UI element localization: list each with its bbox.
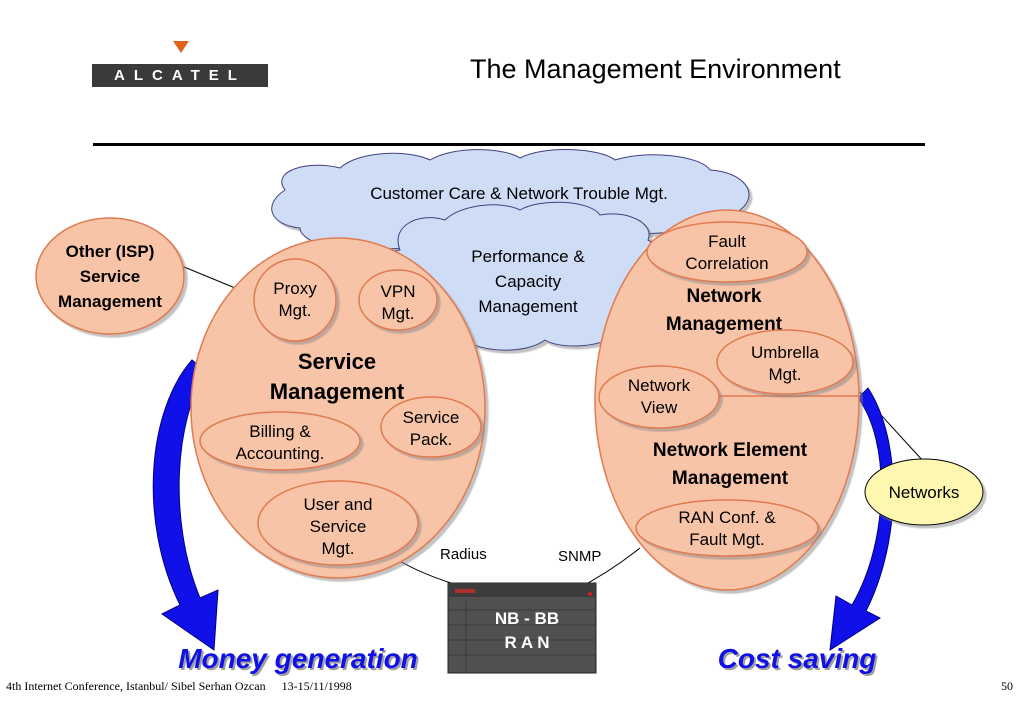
networks-label: Networks <box>889 483 960 502</box>
footer-credit: 4th Internet Conference, Istanbul/ Sibel… <box>6 679 352 694</box>
performance-line-3: Management <box>478 297 578 316</box>
alcatel-logo-mark-icon <box>173 41 189 53</box>
billing-line-1: Billing & <box>249 422 311 441</box>
billing-ellipse <box>199 411 361 471</box>
network-view-line-2: View <box>641 398 678 417</box>
service-pack-line-1: Service <box>403 408 460 427</box>
fault-line-1: Fault <box>708 232 746 251</box>
vpn-mgt-ellipse <box>358 269 438 331</box>
ran-conf-line-1: RAN Conf. & <box>678 508 776 527</box>
service-management-title-2: Management <box>270 379 405 404</box>
other-isp-ellipse <box>35 217 185 335</box>
snmp-label: SNMP <box>558 548 601 565</box>
proxy-line-2: Mgt. <box>278 301 311 320</box>
radius-label: Radius <box>440 546 487 563</box>
umbrella-line-2: Mgt. <box>768 365 801 384</box>
nb-bb-ran-device: NB - BB R A N <box>447 582 597 674</box>
user-service-line-1: User and <box>304 495 373 514</box>
umbrella-line-1: Umbrella <box>751 343 820 362</box>
ran-conf-ellipse <box>635 499 819 557</box>
device-line-1: NB - BB <box>495 609 559 628</box>
user-service-ellipse <box>257 480 419 566</box>
fault-correlation-ellipse <box>646 221 808 283</box>
billing-line-2: Accounting. <box>236 444 325 463</box>
footer-conference: 4th Internet Conference, Istanbul/ Sibel… <box>6 679 266 693</box>
service-pack-ellipse <box>380 396 482 458</box>
network-management-title-1: Network <box>687 286 762 307</box>
alcatel-logo: ALCATEL <box>92 64 268 87</box>
page-number: 50 <box>1001 679 1013 693</box>
user-service-line-3: Mgt. <box>321 539 354 558</box>
user-service-line-2: Service <box>310 517 367 536</box>
networks-ellipse <box>864 458 984 526</box>
cost-saving-arrow-icon <box>829 387 894 651</box>
customer-care-label: Customer Care & Network Trouble Mgt. <box>370 184 668 203</box>
logo-text: ALCATEL <box>114 67 246 84</box>
proxy-mgt-ellipse <box>253 258 337 342</box>
title-divider <box>93 143 925 146</box>
footer-date: 13-15/11/1998 <box>281 679 352 693</box>
isp-line-2: Service <box>80 267 141 286</box>
nem-title-2: Management <box>672 468 789 489</box>
network-view-line-1: Network <box>628 376 691 395</box>
cost-saving-shadow: Cost saving <box>720 645 879 676</box>
service-management-title-1: Service <box>298 349 376 374</box>
network-management-ellipse <box>594 209 860 591</box>
vpn-line-1: VPN <box>381 282 416 301</box>
ran-conf-line-2: Fault Mgt. <box>689 530 765 549</box>
performance-line-1: Performance & <box>471 247 585 266</box>
page-title: The Management Environment <box>470 54 841 84</box>
money-generation-shadow: Money generation <box>180 645 420 676</box>
isp-line-1: Other (ISP) <box>66 242 155 261</box>
money-generation-arrow-icon <box>152 359 219 651</box>
fault-line-2: Correlation <box>685 254 768 273</box>
isp-line-3: Management <box>58 292 162 311</box>
vpn-line-2: Mgt. <box>381 304 414 323</box>
service-pack-line-2: Pack. <box>410 430 453 449</box>
nem-title-1: Network Element <box>653 440 808 461</box>
device-line-2: R A N <box>504 633 549 652</box>
proxy-line-1: Proxy <box>273 279 317 298</box>
money-generation-label: Money generation <box>178 643 418 674</box>
cost-saving-label: Cost saving <box>718 643 877 674</box>
umbrella-mgt-ellipse <box>716 329 854 395</box>
performance-line-2: Capacity <box>495 272 562 291</box>
network-management-title-2: Management <box>666 314 783 335</box>
network-view-ellipse <box>598 365 720 429</box>
